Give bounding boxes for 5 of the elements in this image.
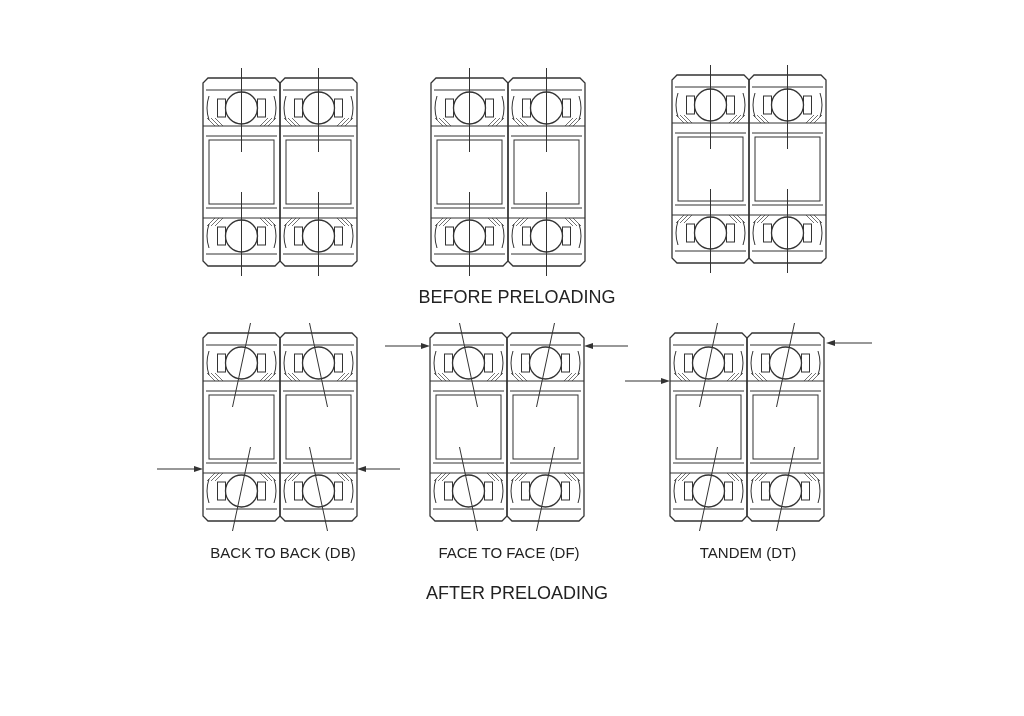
arrangement-label: BACK TO BACK (DB) <box>210 544 356 561</box>
arrangement-label: TANDEM (DT) <box>699 544 797 561</box>
section-heading: BEFORE PRELOADING <box>418 287 616 308</box>
arrangement-label: FACE TO FACE (DF) <box>438 544 580 561</box>
section-heading: AFTER PRELOADING <box>426 583 608 604</box>
